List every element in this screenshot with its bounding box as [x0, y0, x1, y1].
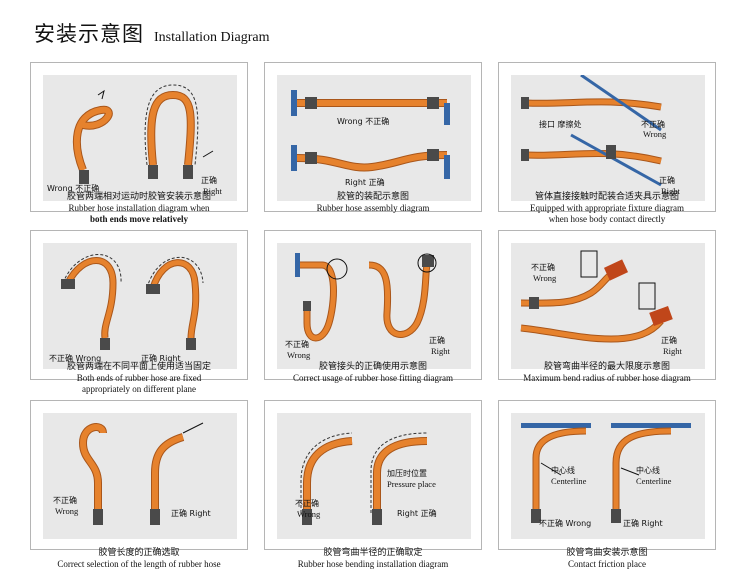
diagram-bending-installation: 加压时位置 Pressure place 不正确 Wrong Right 正确	[277, 413, 471, 539]
p7-label-wrong: Wrong	[55, 506, 79, 516]
caption-7-en-1: Correct selection of the length of rubbe…	[24, 559, 254, 570]
p8-label-pressure: Pressure place	[387, 479, 436, 489]
panel-3: 接口 摩擦处 不正确 Wrong 正确 Right	[498, 62, 716, 212]
diagram-fixture: 接口 摩擦处 不正确 Wrong 正确 Right	[511, 75, 705, 201]
diagram-assembly: Wrong 不正确 Right 正确	[277, 75, 471, 201]
p7-label-wrong-zh: 不正确	[53, 495, 77, 505]
diagram-different-plane: 不正确 Wrong 正确 Right	[43, 243, 237, 369]
diagram-both-ends-move: Wrong 不正确 正确 Right	[43, 75, 237, 201]
caption-8-zh: 胶管弯曲半径的正确取定	[258, 548, 488, 559]
panel-8: 加压时位置 Pressure place 不正确 Wrong Right 正确	[264, 400, 482, 550]
caption-1: 胶管两端相对运动时胶管安装示意图 Rubber hose installatio…	[24, 192, 254, 225]
panel-7: 不正确 Wrong 正确 Right	[30, 400, 248, 550]
diagram-max-bend-radius: 不正确 Wrong 正确 Right	[511, 243, 705, 369]
caption-3-en-1: Equipped with appropriate fixture diagra…	[492, 203, 722, 214]
caption-9: 胶管弯曲安装示意图 Contact friction place	[492, 548, 722, 570]
p5-label-wrong: Wrong	[287, 350, 311, 360]
caption-7: 胶管长度的正确选取 Correct selection of the lengt…	[24, 548, 254, 570]
p9-label-centerline-1: Centerline	[551, 476, 587, 486]
caption-6: 胶管弯曲半径的最大限度示意图 Maximum bend radius of ru…	[492, 362, 722, 384]
page-title: 安装示意图 Installation Diagram	[34, 18, 269, 48]
p9-label-wrong: 不正确 Wrong	[539, 518, 591, 528]
p8-label-wrong-zh: 不正确	[295, 498, 319, 508]
caption-4: 胶管两端在不同平面上使用适当固定 Both ends of rubber hos…	[24, 362, 254, 395]
p9-label-centerline-zh-2: 中心线	[636, 465, 660, 475]
p8-label-pressure-zh: 加压时位置	[387, 468, 427, 478]
caption-6-en-1: Maximum bend radius of rubber hose diagr…	[492, 373, 722, 384]
p3-label-wrong: Wrong	[643, 129, 667, 139]
panel-4: 不正确 Wrong 正确 Right	[30, 230, 248, 380]
p5-label-right-zh: 正确	[429, 335, 445, 345]
p7-label-right: 正确 Right	[171, 508, 211, 518]
title-zh: 安装示意图	[34, 18, 144, 48]
caption-3: 管体直接接触时配装合适夹具示意图 Equipped with appropria…	[492, 192, 722, 225]
panel-6: 不正确 Wrong 正确 Right	[498, 230, 716, 380]
caption-1-en-2: both ends move relatively	[24, 214, 254, 225]
p3-label-friction: 接口 摩擦处	[539, 119, 582, 129]
caption-5-zh: 胶管接头的正确使用示意图	[258, 362, 488, 373]
diagram-fitting-usage: 不正确 Wrong 正确 Right	[277, 243, 471, 369]
caption-4-en-2: appropriately on different plane	[24, 384, 254, 395]
caption-4-zh: 胶管两端在不同平面上使用适当固定	[24, 362, 254, 373]
caption-1-zh: 胶管两端相对运动时胶管安装示意图	[24, 192, 254, 203]
caption-6-zh: 胶管弯曲半径的最大限度示意图	[492, 362, 722, 373]
caption-2-zh: 胶管的装配示意图	[258, 192, 488, 203]
diagram-length-selection: 不正确 Wrong 正确 Right	[43, 413, 237, 539]
caption-2: 胶管的装配示意图 Rubber hose assembly diagram	[258, 192, 488, 214]
caption-9-zh: 胶管弯曲安装示意图	[492, 548, 722, 559]
p9-label-right: 正确 Right	[623, 518, 663, 528]
p8-label-right: Right 正确	[397, 508, 437, 518]
caption-5-en-1: Correct usage of rubber hose fitting dia…	[258, 373, 488, 384]
caption-4-en-1: Both ends of rubber hose are fixed	[24, 373, 254, 384]
caption-7-zh: 胶管长度的正确选取	[24, 548, 254, 559]
panel-5: 不正确 Wrong 正确 Right	[264, 230, 482, 380]
caption-2-en-1: Rubber hose assembly diagram	[258, 203, 488, 214]
caption-3-zh: 管体直接接触时配装合适夹具示意图	[492, 192, 722, 203]
panel-1: Wrong 不正确 正确 Right	[30, 62, 248, 212]
caption-9-en-1: Contact friction place	[492, 559, 722, 570]
p9-label-centerline-2: Centerline	[636, 476, 672, 486]
diagram-centerline: 中心线 Centerline 中心线 Centerline 不正确 Wrong …	[511, 413, 705, 539]
p1-label-zh-right: 正确	[201, 175, 217, 185]
caption-8: 胶管弯曲半径的正确取定 Rubber hose bending installa…	[258, 548, 488, 570]
panel-2: Wrong 不正确 Right 正确	[264, 62, 482, 212]
caption-3-en-2: when hose body contact directly	[492, 214, 722, 225]
p2-label-right: Right 正确	[345, 177, 385, 187]
p3-label-wrong-zh: 不正确	[641, 119, 665, 129]
p6-label-right-zh: 正确	[661, 335, 677, 345]
p9-label-centerline-zh-1: 中心线	[551, 465, 575, 475]
p6-label-wrong: Wrong	[533, 273, 557, 283]
caption-8-en-1: Rubber hose bending installation diagram	[258, 559, 488, 570]
panel-9: 中心线 Centerline 中心线 Centerline 不正确 Wrong …	[498, 400, 716, 550]
caption-1-en-1: Rubber hose installation diagram when	[24, 203, 254, 214]
p8-label-wrong: Wrong	[297, 509, 321, 519]
p3-label-right-zh: 正确	[659, 175, 675, 185]
p6-label-right: Right	[663, 346, 683, 356]
p5-label-right: Right	[431, 346, 451, 356]
p5-label-wrong-zh: 不正确	[285, 339, 309, 349]
caption-5: 胶管接头的正确使用示意图 Correct usage of rubber hos…	[258, 362, 488, 384]
p2-label-wrong: Wrong 不正确	[337, 116, 389, 126]
title-en: Installation Diagram	[154, 30, 269, 46]
p6-label-wrong-zh: 不正确	[531, 262, 555, 272]
